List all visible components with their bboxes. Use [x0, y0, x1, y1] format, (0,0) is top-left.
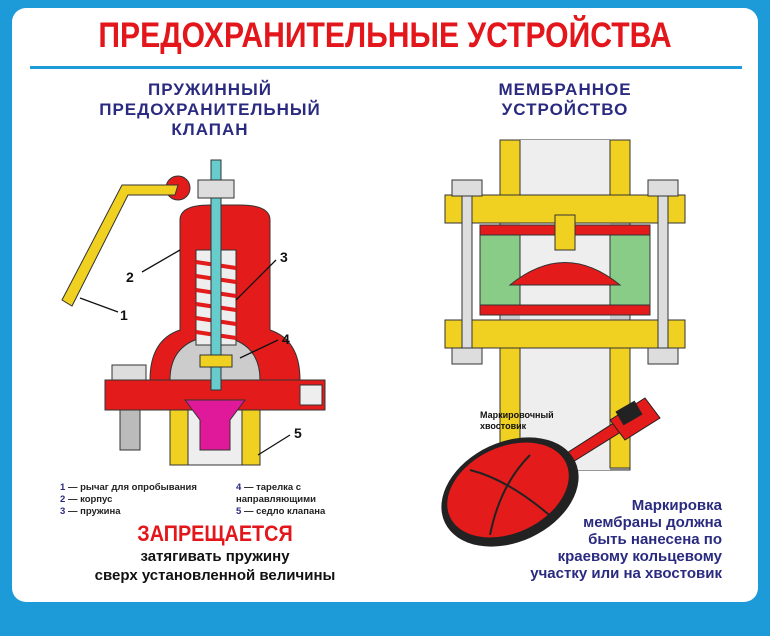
legend-item: 4 — тарелка с — [236, 482, 302, 493]
membrane-with-marking-tail — [441, 397, 661, 547]
heading-line: ПРУЖИННЫЙ — [148, 80, 272, 99]
membrane-heading: МЕМБРАННОЕ УСТРОЙСТВО — [430, 80, 700, 120]
warning-line: затягивать пружину — [140, 548, 290, 565]
title-divider — [30, 66, 742, 69]
heading-line: ПРЕДОХРАНИТЕЛЬНЫЙ — [99, 100, 321, 119]
heading-line: МЕМБРАННОЕ — [498, 80, 632, 99]
heading-line: КЛАПАН — [171, 120, 249, 139]
note-line: участку или на хвостовик — [530, 565, 722, 582]
stem — [210, 159, 222, 391]
note-line: мембраны должна — [583, 514, 722, 531]
membrane-dome — [508, 262, 622, 286]
callout-3: 3 — [280, 249, 288, 265]
note-line: Маркировка — [631, 497, 722, 514]
legend-col-1: 1 — рычаг для опробывания 2 — корпус 3 —… — [60, 482, 197, 518]
legend-item: 5 — седло клапана — [236, 506, 326, 517]
marking-tail-label: Маркировочный хвостовик — [480, 410, 554, 432]
callout-5: 5 — [294, 425, 302, 441]
spring-valve-heading: ПРУЖИННЫЙ ПРЕДОХРАНИТЕЛЬНЫЙ КЛАПАН — [60, 80, 360, 140]
poster-title: ПРЕДОХРАНИТЕЛЬНЫЕ УСТРОЙСТВА — [98, 16, 672, 55]
spring-valve-diagram: 1 2 3 4 5 — [61, 159, 326, 466]
bolt-right — [657, 179, 669, 361]
lever — [61, 184, 179, 307]
callout-4: 4 — [282, 331, 290, 347]
disc-plate — [199, 354, 233, 368]
heading-line: УСТРОЙСТВО — [501, 100, 629, 119]
legend-item: направляющими — [236, 494, 316, 505]
legend-item: 3 — пружина — [60, 506, 121, 517]
note-line: краевому кольцевому — [557, 548, 722, 565]
marking-note: Маркировка мембраны должна быть нанесена… — [530, 497, 722, 582]
callout-1: 1 — [120, 307, 128, 323]
membrane-device-diagram — [444, 139, 686, 471]
bolt-left — [461, 179, 473, 361]
label-line: хвостовик — [480, 421, 527, 431]
note-line: быть нанесена по — [588, 531, 722, 548]
legend-col-2: 4 — тарелка с направляющими 5 — седло кл… — [236, 482, 325, 518]
legend-item: 2 — корпус — [60, 494, 113, 505]
warning-line: сверх установленной величины — [94, 567, 336, 584]
callout-2: 2 — [126, 269, 134, 285]
warning-title: ЗАПРЕЩАЕТСЯ — [137, 521, 293, 546]
membrane-disc — [447, 442, 569, 538]
legend-item: 1 — рычаг для опробывания — [60, 482, 197, 493]
lower-flange — [444, 319, 686, 349]
label-line: Маркировочный — [480, 410, 554, 420]
warning-block: ЗАПРЕЩАЕТСЯ затягивать пружину сверх уст… — [60, 521, 370, 585]
valve-seat-disc — [184, 399, 246, 451]
